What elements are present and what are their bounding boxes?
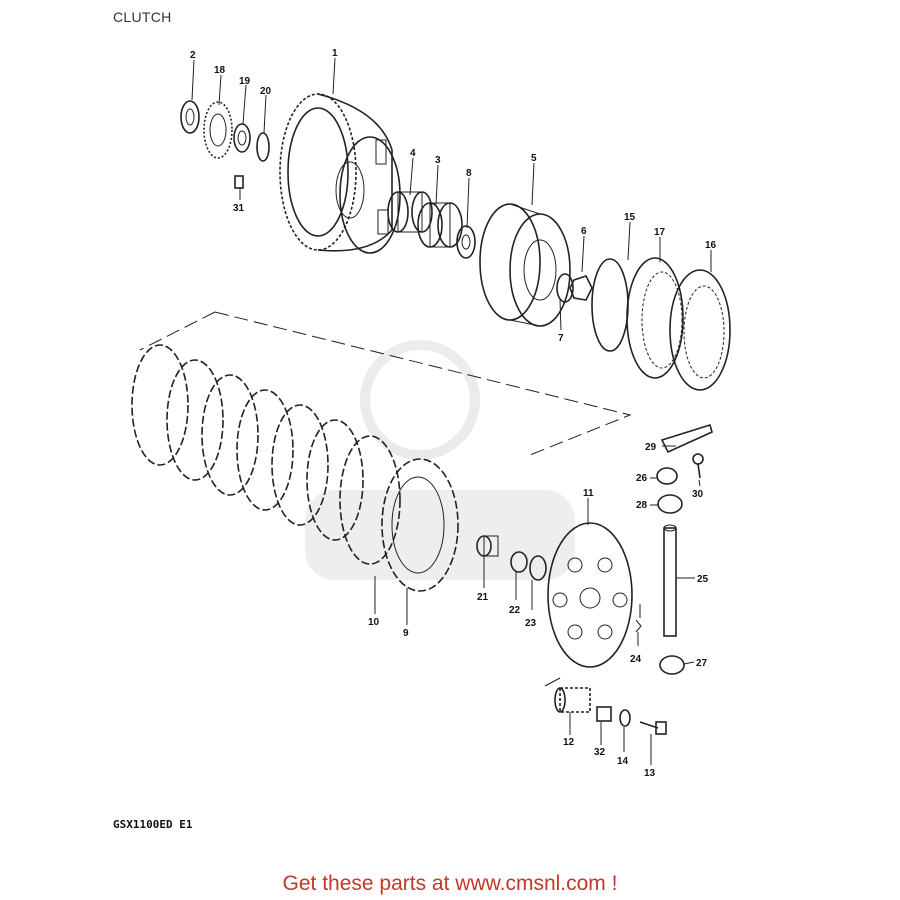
page-title: CLUTCH [113, 9, 172, 25]
callout-31: 31 [233, 203, 245, 214]
part-8-thrust-washer [456, 225, 476, 259]
callout-18: 18 [214, 65, 226, 76]
callout-8: 8 [466, 168, 472, 179]
callout-16: 16 [705, 240, 717, 251]
part-27-bearing [659, 655, 685, 675]
part-32-spacer [596, 706, 612, 722]
callout-4: 4 [410, 148, 416, 159]
part-30-bolt [692, 453, 704, 479]
callout-19: 19 [239, 76, 251, 87]
part-25-release-shaft [663, 524, 677, 637]
callout-15: 15 [624, 212, 636, 223]
callout-21: 21 [477, 592, 489, 603]
callout-12: 12 [563, 737, 575, 748]
part-5-clutch-sleeve-hub [479, 203, 571, 327]
callout-25: 25 [697, 574, 709, 585]
callout-29: 29 [645, 442, 657, 453]
leader-lines [191, 57, 712, 765]
part-3-spacer [417, 202, 463, 248]
callout-labels: 2 18 19 20 1 31 4 3 8 5 6 7 15 17 16 29 … [190, 48, 717, 779]
part-29-lever [660, 423, 713, 454]
part-6-nut [569, 275, 593, 301]
callout-14: 14 [617, 756, 629, 767]
callout-2: 2 [190, 50, 196, 61]
part-13-bolt [639, 721, 667, 735]
clutch-plate-stack [131, 344, 459, 592]
part-22-bearing [510, 551, 528, 573]
callout-32: 32 [594, 747, 606, 758]
callout-9: 9 [403, 628, 409, 639]
part-20-ring [256, 132, 270, 162]
callout-6: 6 [581, 226, 587, 237]
part-11-pressure-plate [547, 522, 633, 668]
part-24-ball [635, 619, 642, 633]
part-18-gear [203, 101, 233, 159]
part-16-plate [669, 269, 731, 391]
callout-23: 23 [525, 618, 537, 629]
part-2-washer [180, 100, 200, 134]
callout-7: 7 [558, 333, 564, 344]
callout-30: 30 [692, 489, 704, 500]
part-23-washer [529, 555, 547, 581]
callout-20: 20 [260, 86, 272, 97]
callout-10: 10 [368, 617, 380, 628]
part-14-washer [619, 709, 631, 727]
callout-11: 11 [583, 488, 594, 499]
part-26-seal [656, 467, 678, 485]
callout-1: 1 [332, 48, 338, 59]
model-code: GSX1100ED E1 [113, 818, 193, 831]
callout-24: 24 [630, 654, 642, 665]
callout-3: 3 [435, 155, 441, 166]
part-28-bearing [657, 494, 683, 514]
callout-13: 13 [644, 768, 656, 779]
part-19-bushing [233, 123, 251, 153]
part-31-pin [234, 175, 244, 189]
callout-28: 28 [636, 500, 648, 511]
callout-17: 17 [654, 227, 666, 238]
callout-22: 22 [509, 605, 521, 616]
watermark-logo [305, 340, 575, 580]
part-1-clutch-housing [279, 93, 401, 254]
part-12-clutch-spring [554, 687, 591, 713]
callout-5: 5 [531, 153, 537, 164]
part-15-spring-seat [591, 258, 629, 352]
footer-link-text[interactable]: Get these parts at www.cmsnl.com ! [282, 872, 618, 895]
callout-26: 26 [636, 473, 648, 484]
part-7-washer [556, 273, 574, 303]
callout-27: 27 [696, 658, 708, 669]
part-17-plate [626, 257, 684, 379]
